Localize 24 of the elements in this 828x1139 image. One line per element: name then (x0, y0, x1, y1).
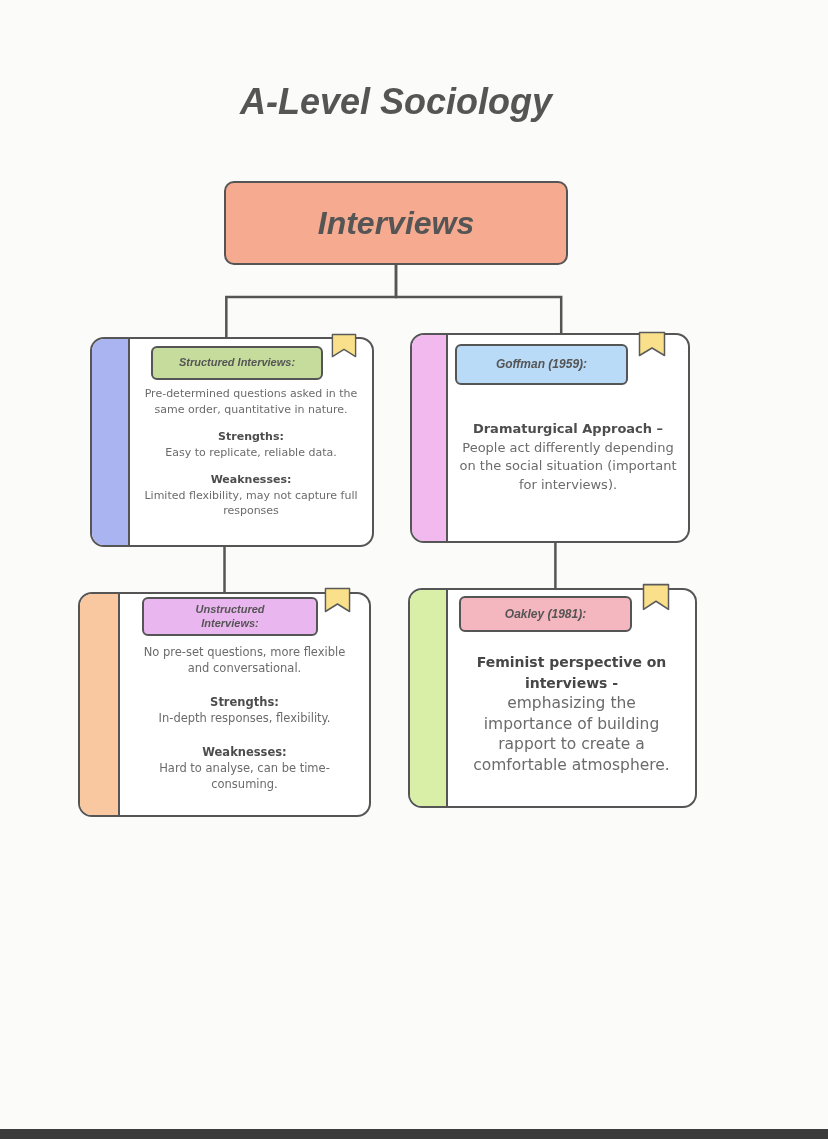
card-heading: Weaknesses: (202, 744, 287, 760)
connector-line (554, 543, 557, 588)
card-text: Easy to replicate, reliable data. (165, 444, 337, 460)
card-heading: Weaknesses: (210, 472, 292, 488)
topic-box: Interviews (224, 181, 568, 265)
card-heading: Feminist perspective on interviews - (475, 653, 668, 693)
note-card (410, 333, 690, 543)
heading-tag: Oakley (1981): (459, 596, 632, 632)
card-text: Hard to analyse, can be time-consuming. (158, 760, 331, 792)
card-text: People act differently depending on the social situation (important for interviews). (458, 438, 678, 494)
heading-tag: Goffman (1959): (455, 344, 628, 385)
card-text: No pre-set questions, more flexible and conversational. (142, 644, 347, 676)
heading-tag: Structured Interviews: (151, 346, 323, 380)
card-text: In-depth responses, flexibility. (158, 710, 331, 726)
card-heading: Strengths: (218, 429, 284, 445)
card-text: Pre-determined questions asked in the same order, quantitative in nature. (143, 386, 359, 417)
title: A-Level Sociology (238, 80, 555, 124)
heading-tag: Unstructured Interviews: (142, 597, 318, 636)
card-heading: Dramaturgical Approach – (472, 420, 664, 438)
card-text: Limited flexibility, may not capture full responses (143, 487, 359, 519)
connector-line (394, 265, 563, 333)
card-heading: Strengths: (210, 694, 279, 710)
connector-line (223, 547, 226, 592)
card-text: emphasizing the importance of building rapport to create a comfortable atmosphere. (472, 693, 671, 775)
